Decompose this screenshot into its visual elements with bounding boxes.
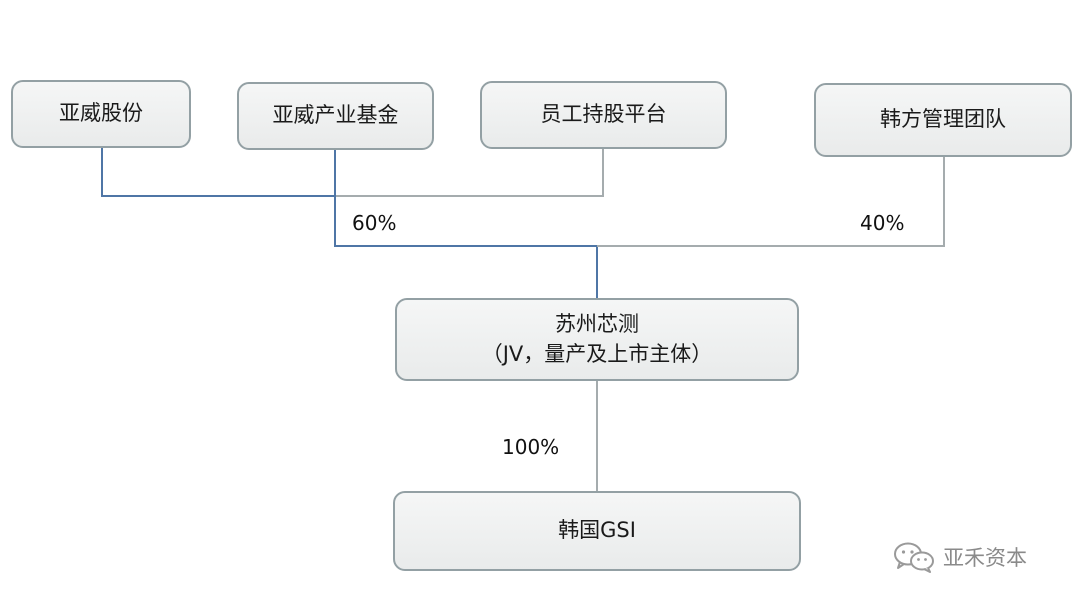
node-suzhou-xince-desc: （JV，量产及上市主体） [481, 341, 713, 366]
node-korea-gsi-label: 韩国GSI [558, 518, 636, 543]
connector-korean-team [597, 157, 945, 247]
node-yawei-fund: 亚威产业基金 [237, 82, 434, 150]
connector-yawei-fund [334, 150, 598, 298]
node-yawei-shares-label: 亚威股份 [59, 101, 143, 126]
watermark-text: 亚禾资本 [943, 546, 1027, 570]
node-korean-team-label: 韩方管理团队 [880, 107, 1006, 132]
node-korean-team: 韩方管理团队 [814, 83, 1072, 157]
node-esop-platform: 员工持股平台 [480, 81, 727, 149]
stake-chinese-side: 60% [352, 211, 397, 235]
node-suzhou-xince-name: 苏州芯测 [555, 312, 639, 337]
node-yawei-shares: 亚威股份 [11, 80, 191, 148]
connector-yawei-shares [101, 148, 335, 197]
watermark: 亚禾资本 [893, 541, 1027, 573]
stake-gsi: 100% [502, 435, 560, 459]
connector-esop-platform [335, 149, 604, 197]
stake-korean-side: 40% [860, 211, 905, 235]
node-suzhou-xince: 苏州芯测 （JV，量产及上市主体） [395, 298, 799, 381]
node-esop-platform-label: 员工持股平台 [540, 102, 667, 127]
wechat-icon [894, 542, 934, 573]
node-korea-gsi: 韩国GSI [393, 491, 801, 571]
node-yawei-fund-label: 亚威产业基金 [272, 103, 399, 128]
